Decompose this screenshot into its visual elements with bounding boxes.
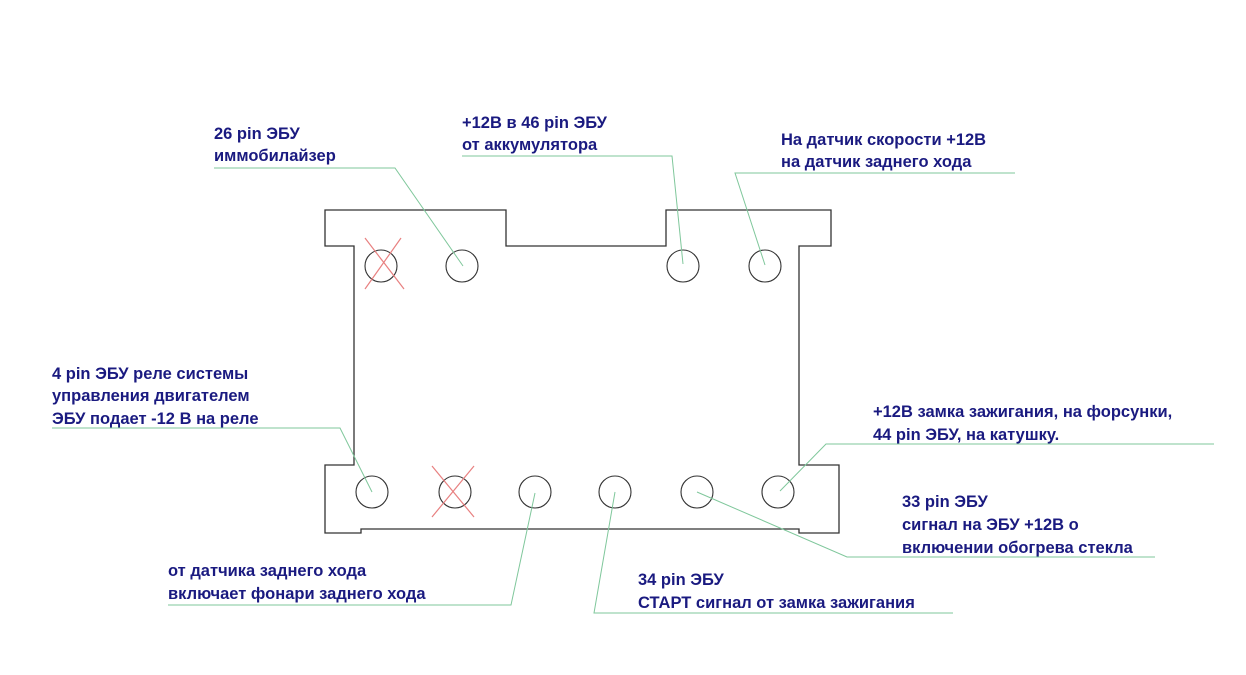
leader-pin46 bbox=[462, 155, 684, 265]
pin-top-4 bbox=[748, 249, 782, 283]
pin-top-1 bbox=[364, 249, 398, 283]
label-pin33-line3: включении обогрева стекла bbox=[902, 539, 1134, 557]
label-speed-line2: на датчик заднего хода bbox=[781, 153, 972, 171]
pin-bottom-4 bbox=[598, 475, 632, 509]
label-pin33-line2: сигнал на ЭБУ +12В о bbox=[902, 516, 1079, 534]
label-pin33-line1: 33 pin ЭБУ bbox=[902, 493, 988, 511]
label-ignition-line2: 44 pin ЭБУ, на катушку. bbox=[873, 426, 1059, 444]
pin-bottom-2 bbox=[438, 475, 472, 509]
leader-reverse bbox=[168, 492, 536, 606]
label-pin46-line2: от аккумулятора bbox=[462, 136, 598, 154]
label-pin4-line3: ЭБУ подает -12 В на реле bbox=[52, 410, 259, 428]
cross-mark-top-1 bbox=[364, 237, 405, 290]
cross-mark-bottom-2 bbox=[431, 465, 475, 518]
label-reverse-line1: от датчика заднего хода bbox=[168, 562, 367, 580]
leader-ignition bbox=[779, 443, 1214, 492]
pin-bottom-5 bbox=[680, 475, 714, 509]
leader-pin4 bbox=[52, 427, 373, 493]
label-pin34-line2: СТАРТ сигнал от замка зажигания bbox=[638, 594, 915, 612]
leader-pin34 bbox=[593, 491, 953, 614]
pin-top-2 bbox=[445, 249, 479, 283]
label-pin26-line2: иммобилайзер bbox=[214, 147, 336, 165]
label-reverse-line2: включает фонари заднего хода bbox=[168, 585, 426, 603]
pin-bottom-6 bbox=[761, 475, 795, 509]
leader-speed bbox=[734, 172, 1015, 266]
label-pin4-line2: управления двигателем bbox=[52, 387, 250, 405]
label-speed-line1: На датчик скорости +12В bbox=[781, 131, 986, 149]
pin-bottom-1 bbox=[355, 475, 389, 509]
label-pin26-line1: 26 pin ЭБУ bbox=[214, 125, 300, 143]
pin-bottom-3 bbox=[518, 475, 552, 509]
connector-outline bbox=[324, 209, 840, 534]
label-pin46-line1: +12В в 46 pin ЭБУ bbox=[462, 114, 608, 132]
pin-top-3 bbox=[666, 249, 700, 283]
leader-pin33 bbox=[696, 491, 1155, 558]
leader-pin26 bbox=[214, 167, 464, 267]
label-pin4-line1: 4 pin ЭБУ реле системы bbox=[52, 365, 248, 383]
label-ignition-line1: +12В замка зажигания, на форсунки, bbox=[873, 403, 1172, 421]
label-pin34-line1: 34 pin ЭБУ bbox=[638, 571, 724, 589]
